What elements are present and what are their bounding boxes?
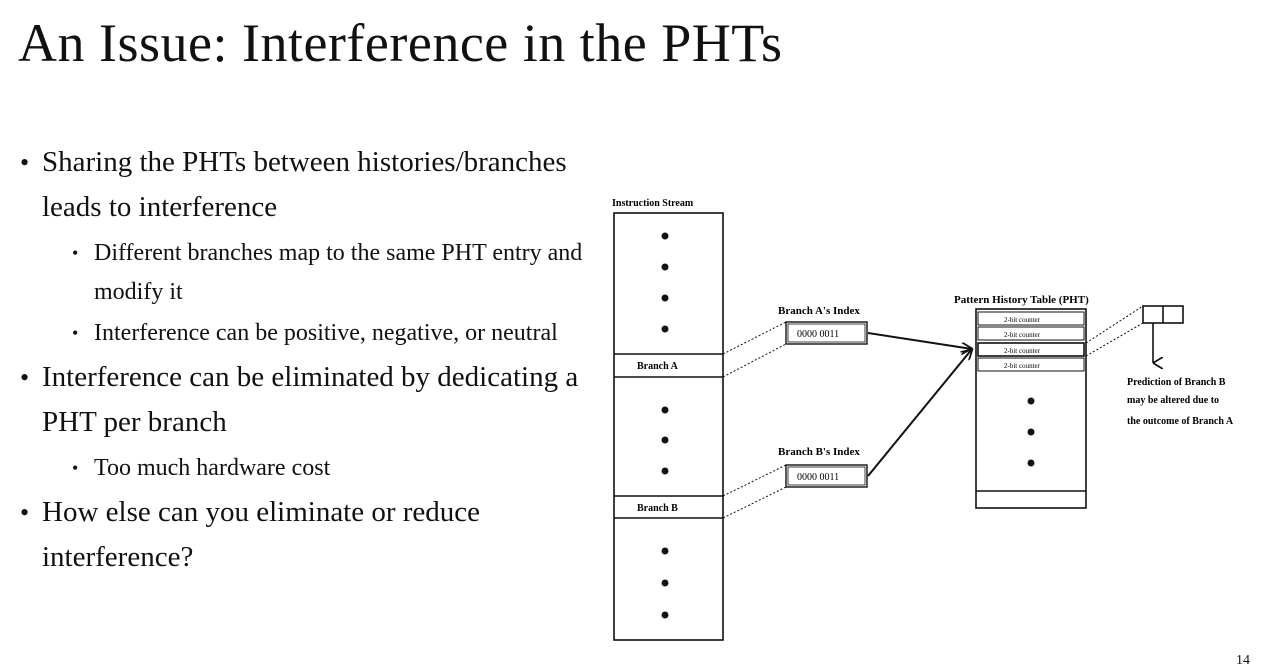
- bullet-question: How else can you eliminate or reduce int…: [20, 490, 590, 580]
- prediction-line-2: may be altered due to: [1127, 395, 1219, 406]
- branch-b-connector-top: [722, 464, 787, 497]
- branch-b-label: Branch B: [637, 503, 678, 514]
- branch-a-arrow: [867, 332, 972, 349]
- sub-bullet-interference-types: Interference can be positive, negative, …: [20, 314, 590, 353]
- branch-a-index-label: Branch A's Index: [778, 305, 860, 317]
- branch-a-label: Branch A: [637, 361, 679, 372]
- counter-connector-top: [1085, 305, 1144, 344]
- branch-a-connector-bottom: [722, 343, 787, 378]
- pht-counter-2: 2-bit counter: [1004, 331, 1041, 339]
- pht-counter-3: 2-bit counter: [1004, 347, 1041, 355]
- sub-bullet-same-entry: Different branches map to the same PHT e…: [20, 234, 590, 312]
- pht-dots: [1027, 397, 1035, 467]
- branch-b-index-box: [785, 464, 868, 488]
- prediction-line-1: Prediction of Branch B: [1127, 377, 1226, 388]
- sub-bullet-hardware-cost: Too much hardware cost: [20, 449, 590, 488]
- instruction-stream-label: Instruction Stream: [612, 198, 694, 209]
- pht-counter-1: 2-bit counter: [1004, 316, 1041, 324]
- branch-b-index-label: Branch B's Index: [778, 446, 860, 458]
- pht-counter-4: 2-bit counter: [1004, 362, 1041, 370]
- branch-a-index-box: [785, 321, 868, 345]
- branch-b-index-value: 0000 0011: [797, 472, 839, 483]
- slide-title: An Issue: Interference in the PHTs: [18, 13, 783, 73]
- instruction-stream-box: [613, 212, 724, 641]
- pht-label: Pattern History Table (PHT): [954, 294, 1089, 306]
- bullet-list: Sharing the PHTs between histories/branc…: [20, 140, 590, 584]
- bullet-sharing-phts: Sharing the PHTs between histories/branc…: [20, 140, 590, 230]
- branch-b-connector-bottom: [722, 486, 787, 519]
- pht-box: [975, 308, 1087, 509]
- branch-a-index-value: 0000 0011: [797, 329, 839, 340]
- prediction-line-3: the outcome of Branch A: [1127, 416, 1234, 427]
- counter-connector-bottom: [1085, 322, 1144, 357]
- instruction-dots: [661, 232, 669, 619]
- pht-counters: [977, 311, 1085, 372]
- branch-b-arrow: [867, 349, 972, 477]
- bullet-eliminate-interference: Interference can be eliminated by dedica…: [20, 355, 590, 445]
- page-number: 14: [1236, 653, 1250, 668]
